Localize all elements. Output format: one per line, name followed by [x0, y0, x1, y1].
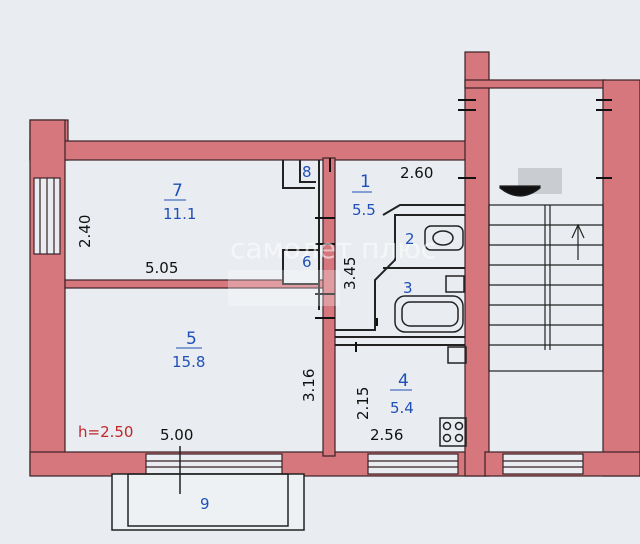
window-bottom-kitchen — [367, 453, 459, 475]
dim-kitchen-width: 2.56 — [370, 426, 403, 444]
room-4-number: 4 — [398, 371, 409, 391]
window-stair — [502, 453, 584, 475]
wall-right — [602, 79, 640, 477]
partitions — [282, 160, 465, 346]
dimension-ticks — [315, 99, 612, 352]
room-1-area: 5.5 — [352, 201, 376, 219]
room-8-number: 8 — [302, 163, 312, 181]
dim-room5-depth: 3.16 — [300, 369, 318, 402]
watermark: самолет плюс — [228, 232, 436, 306]
wall-left — [29, 119, 66, 476]
dim-room7-width: 5.05 — [145, 259, 178, 277]
dim-kitchen-depth: 2.15 — [354, 387, 372, 420]
room-7-number: 7 — [172, 181, 183, 201]
toilet-sink — [424, 225, 464, 251]
room-7-area: 11.1 — [163, 205, 196, 223]
wall-top — [29, 140, 489, 161]
wall-room5-right — [322, 157, 336, 457]
dim-room5-width: 5.00 — [160, 426, 193, 444]
bathtub — [394, 295, 464, 333]
window-bottom-room5 — [145, 453, 283, 475]
stove — [439, 417, 467, 447]
room-6-number: 6 — [302, 253, 312, 271]
dim-room7-height: 2.40 — [76, 215, 94, 248]
windows — [33, 177, 584, 475]
dim-hall-width: 2.60 — [400, 164, 433, 182]
ceiling-height: h=2.50 — [78, 423, 133, 441]
room-2-number: 2 — [405, 230, 415, 248]
fixtures — [394, 225, 467, 447]
dim-hall-length: 3.45 — [341, 257, 359, 290]
staircase — [488, 168, 604, 372]
balcony — [111, 446, 305, 531]
room-3-number: 3 — [403, 279, 413, 297]
room-9-number: 9 — [200, 495, 210, 513]
room-5-area: 15.8 — [172, 353, 205, 371]
wall-stair-left — [464, 51, 490, 477]
watermark-text: самолет плюс — [230, 232, 436, 265]
wall-stair-top — [464, 79, 606, 89]
room-1-number: 1 — [360, 172, 371, 192]
room-5-number: 5 — [186, 329, 197, 349]
room-4-area: 5.4 — [390, 399, 414, 417]
